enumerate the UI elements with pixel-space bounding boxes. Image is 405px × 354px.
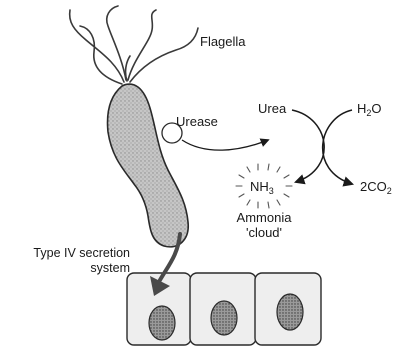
nucleus-3 xyxy=(277,294,303,330)
secretion-system-label-line2: system xyxy=(90,261,130,275)
co2-label: 2CO2 xyxy=(360,179,392,196)
flagella xyxy=(70,6,198,84)
urease-label: Urease xyxy=(176,114,218,129)
urea-to-ammonia-arrow xyxy=(292,110,324,182)
water-to-co2-arrow xyxy=(323,110,352,184)
bacterium-body xyxy=(108,84,189,247)
urea-label: Urea xyxy=(258,101,287,116)
flagella-label: Flagella xyxy=(200,34,246,49)
nucleus-2 xyxy=(211,301,237,335)
ammonia-formula: NH3 xyxy=(250,179,274,196)
urease-arrow xyxy=(182,140,268,150)
ammonia-label: Ammonia xyxy=(237,210,293,225)
nucleus-1 xyxy=(149,306,175,340)
water-label: H2O xyxy=(357,101,382,118)
secretion-system-label-line1: Type IV secretion xyxy=(33,246,130,260)
ammonia-cloud-label: 'cloud' xyxy=(246,225,282,240)
